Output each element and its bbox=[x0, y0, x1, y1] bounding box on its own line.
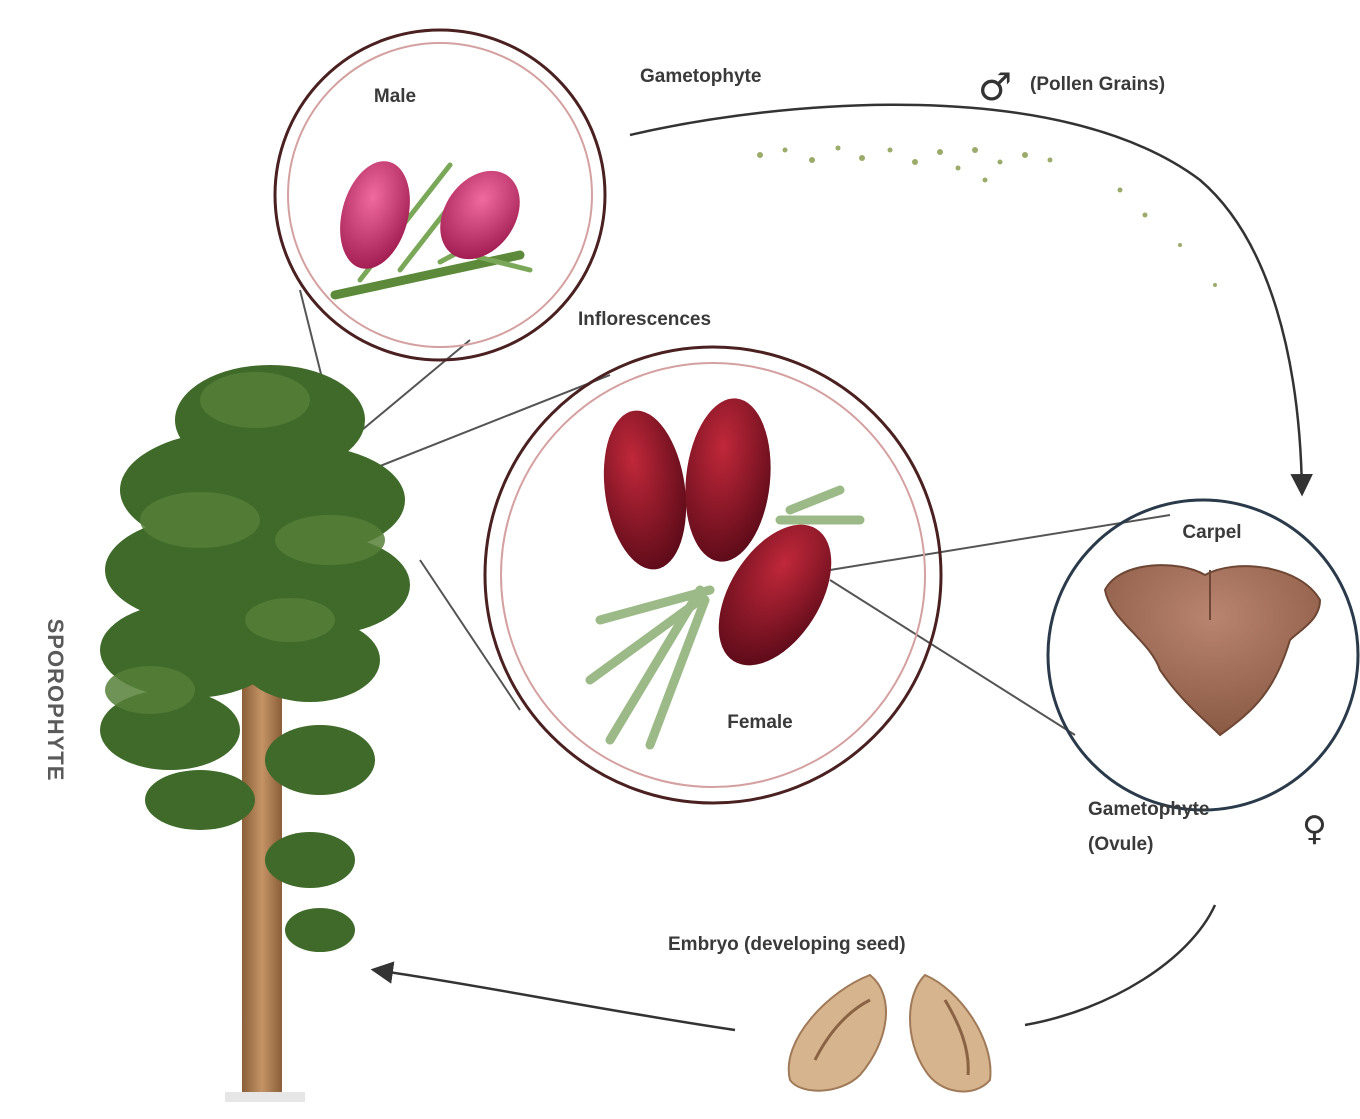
female-symbol: ♀ bbox=[1302, 809, 1327, 849]
seed-icon bbox=[789, 975, 991, 1091]
inflorescences-label: Inflorescences bbox=[578, 309, 711, 330]
embryo-label: Embryo (developing seed) bbox=[668, 934, 906, 955]
sporophyte-label: SPOROPHYTE bbox=[43, 619, 68, 782]
gametophyte-ovule-label-1: Gametophyte bbox=[1088, 799, 1209, 820]
male-cone-circle: Male bbox=[275, 30, 605, 360]
female-cone-icon bbox=[590, 394, 860, 745]
arrow-seed-to-tree bbox=[375, 970, 735, 1030]
female-label: Female bbox=[727, 712, 792, 733]
female-cone-circle: Female bbox=[485, 347, 941, 803]
male-cone-icon bbox=[329, 153, 536, 295]
carpel-circle: Carpel bbox=[1048, 500, 1358, 810]
pollen-grains-label: (Pollen Grains) bbox=[1030, 74, 1165, 95]
arrow-ovule-to-seed bbox=[1025, 905, 1215, 1025]
pine-tree-icon bbox=[100, 365, 410, 1102]
carpel-icon bbox=[1105, 565, 1320, 735]
gametophyte-top-label: Gametophyte bbox=[640, 66, 761, 87]
male-symbol: ♂ bbox=[978, 65, 1012, 109]
carpel-label: Carpel bbox=[1182, 522, 1241, 543]
gametophyte-ovule-label-2: (Ovule) bbox=[1088, 834, 1153, 855]
pollen-icon bbox=[757, 146, 1217, 288]
male-label: Male bbox=[374, 86, 416, 107]
